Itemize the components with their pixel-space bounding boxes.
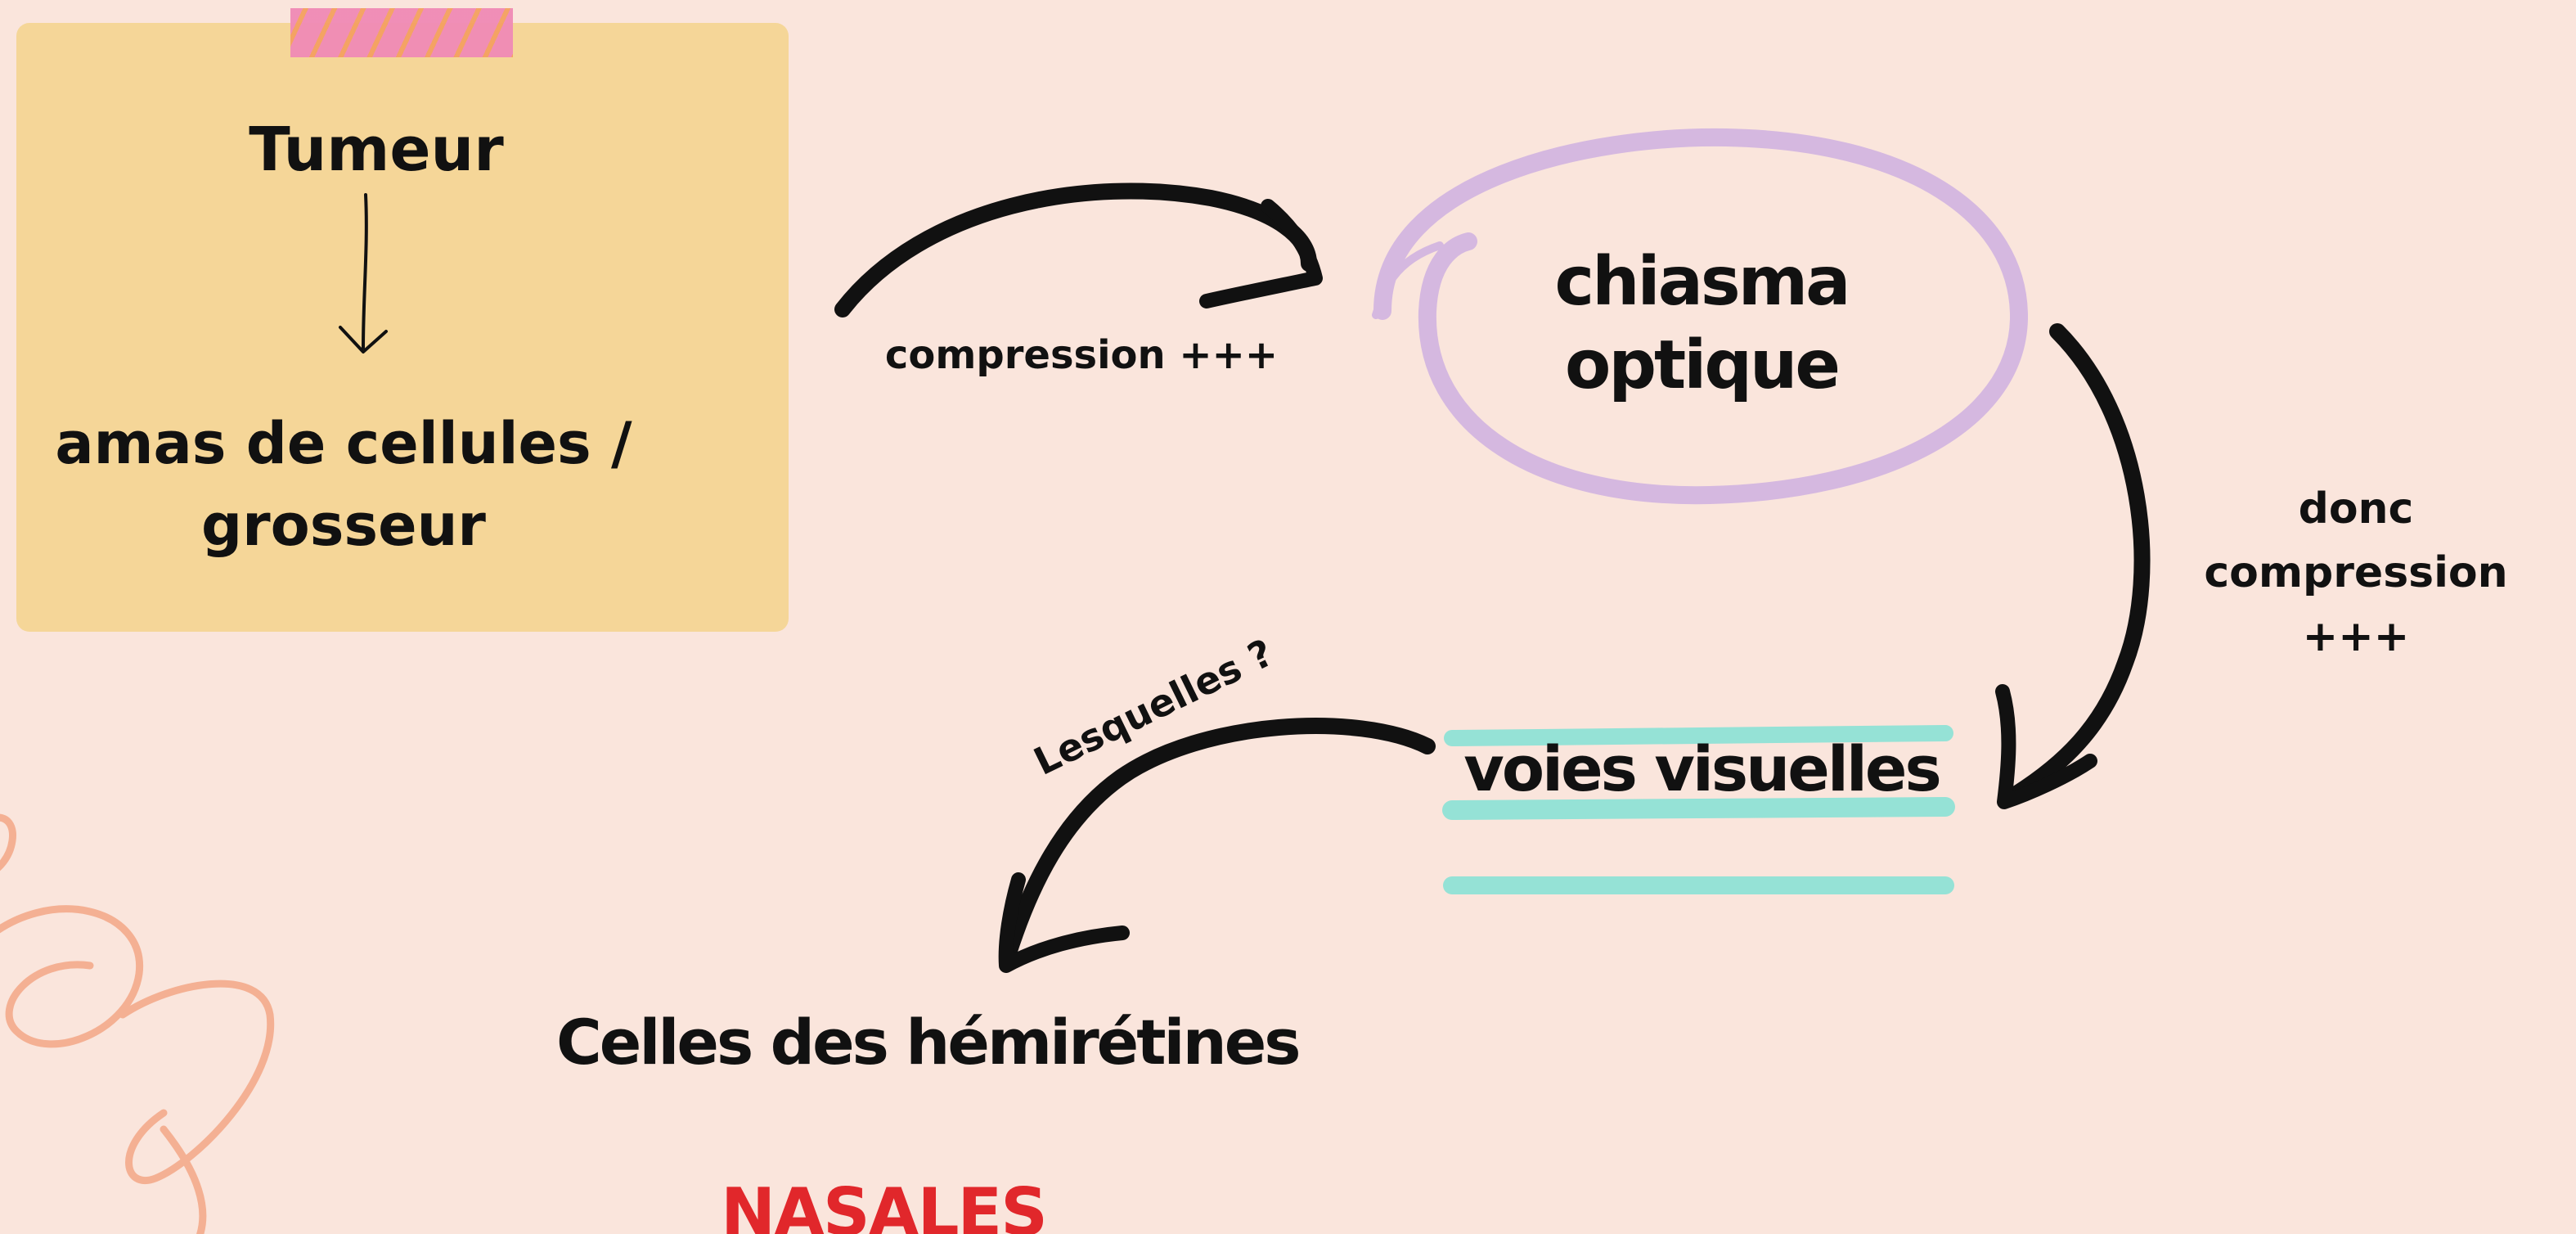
curved-arrow-icon xyxy=(1995,323,2151,809)
compression-label: compression +++ xyxy=(884,332,1279,378)
note-body: amas de cellules / grosseur xyxy=(55,410,632,559)
tape-decoration xyxy=(290,8,513,57)
hemiretines-node: Celles des hémirétines xyxy=(556,1006,1301,1079)
donc-compression-label: donc compression +++ xyxy=(2204,484,2508,661)
curved-arrow-icon xyxy=(998,718,1436,973)
voies-visuelles-node: voies visuelles xyxy=(1463,732,1941,805)
nasales-label: NASALES xyxy=(721,1174,1048,1234)
sticky-note xyxy=(16,23,789,632)
chiasma-node: chiasma optique xyxy=(1554,243,1850,404)
curved-arrow-icon xyxy=(834,182,1323,318)
note-title: Tumeur xyxy=(249,115,504,185)
